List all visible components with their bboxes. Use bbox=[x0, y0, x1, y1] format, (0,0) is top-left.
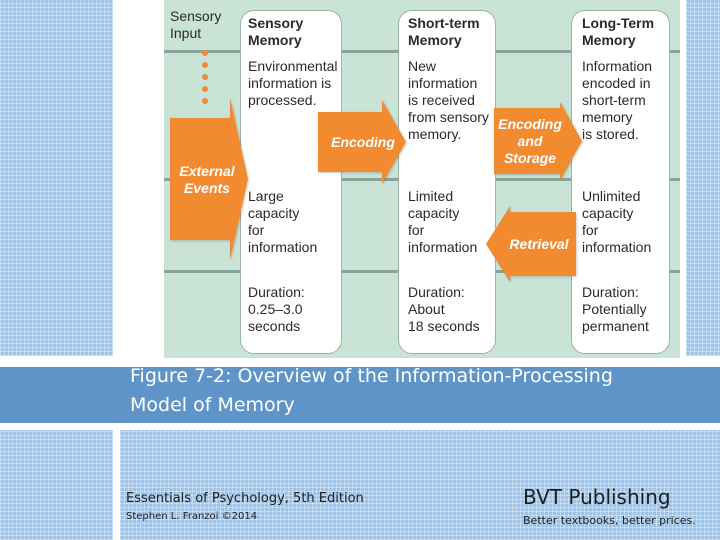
publisher-tagline: Better textbooks, better prices. bbox=[523, 514, 696, 527]
short-term-memory-description: New information is received from sensory… bbox=[408, 58, 489, 142]
sensory-dot bbox=[202, 98, 208, 104]
author-copyright: Stephen L. Franzoi ©2014 bbox=[126, 511, 258, 522]
sensory-memory-panel bbox=[240, 10, 342, 354]
short-term-memory-panel bbox=[398, 10, 496, 354]
figure-caption-line-1: Figure 7-2: Overview of the Information-… bbox=[130, 365, 613, 387]
short-term-memory-capacity: Limited capacity for information bbox=[408, 188, 478, 255]
encoding-and-storage-arrow bbox=[494, 102, 582, 180]
long-term-memory-description: Information encoded in short-term memory… bbox=[582, 58, 653, 142]
short-term-memory-duration: Duration: About 18 seconds bbox=[408, 284, 480, 334]
encoding-label: Encoding bbox=[331, 134, 395, 150]
publisher-name: BVT Publishing bbox=[523, 485, 671, 509]
stripe-block-top-right bbox=[686, 0, 720, 356]
stripe-block-top-left bbox=[0, 0, 113, 356]
sensory-memory-duration: Duration: 0.25–3.0 seconds bbox=[248, 284, 305, 334]
external-events-label: External Events bbox=[179, 163, 235, 196]
sensory-memory-description: Environmental information is processed. bbox=[248, 58, 338, 108]
long-term-memory-title: Long-Term Memory bbox=[582, 15, 655, 48]
sensory-dot bbox=[202, 62, 208, 68]
figure-caption-line-2: Model of Memory bbox=[130, 394, 295, 416]
book-title: Essentials of Psychology, 5th Edition bbox=[126, 491, 364, 506]
encoding-arrow bbox=[318, 100, 406, 184]
sensory-input-label: Sensory Input bbox=[170, 8, 222, 41]
external-events-arrow bbox=[170, 98, 248, 260]
caption-band bbox=[0, 367, 720, 423]
stripe-block-bottom-right bbox=[120, 430, 720, 540]
retrieval-arrow bbox=[486, 206, 576, 282]
long-term-memory-capacity: Unlimited capacity for information bbox=[582, 188, 652, 255]
sensory-memory-capacity: Large capacity for information bbox=[248, 188, 318, 255]
long-term-memory-duration: Duration: Potentially permanent bbox=[582, 284, 649, 334]
sensory-dot bbox=[202, 86, 208, 92]
memory-model-figure: Sensory Input Sensory Memory Environment… bbox=[164, 0, 680, 358]
short-term-memory-title: Short-term Memory bbox=[408, 15, 480, 48]
stripe-block-bottom-left bbox=[0, 430, 113, 540]
long-term-memory-panel bbox=[571, 10, 670, 354]
encoding-and-storage-label: Encoding and Storage bbox=[498, 116, 562, 166]
sensory-memory-title: Sensory Memory bbox=[248, 15, 304, 48]
retrieval-label: Retrieval bbox=[509, 236, 569, 252]
sensory-dot bbox=[202, 50, 208, 56]
sensory-dot bbox=[202, 74, 208, 80]
